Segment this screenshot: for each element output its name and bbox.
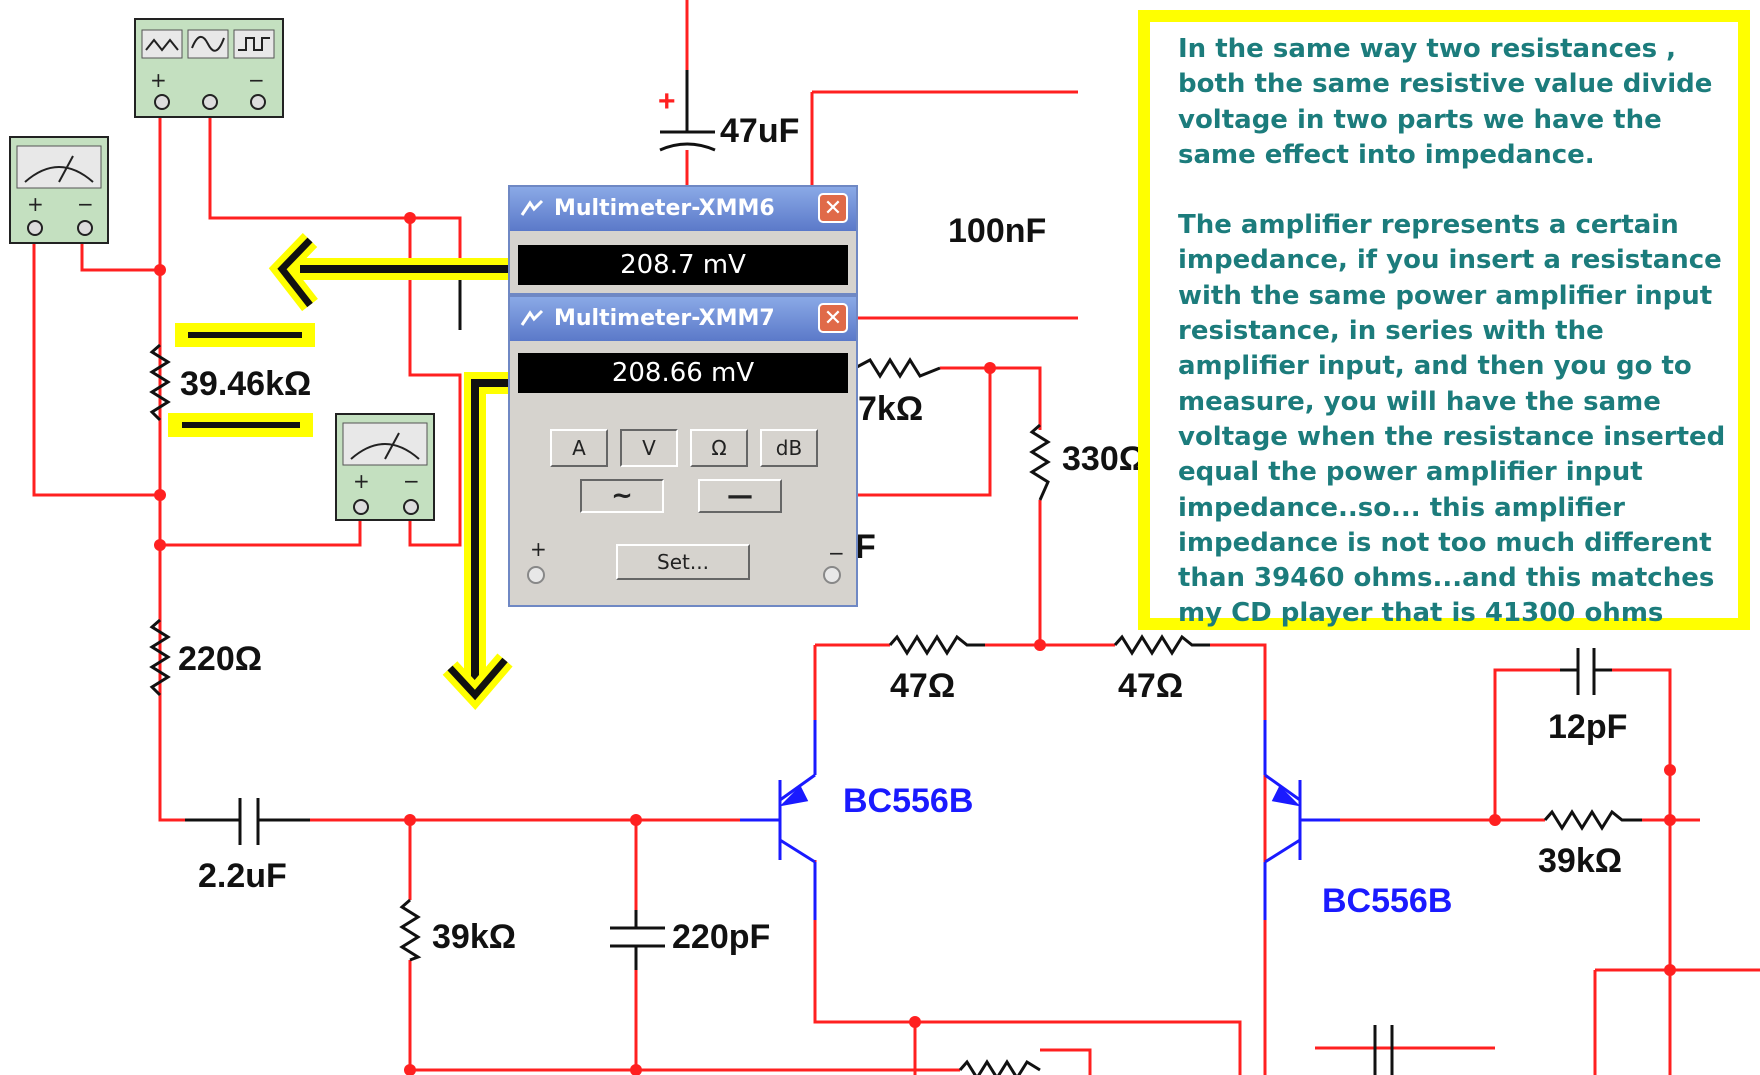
resistor-47-a <box>888 634 985 656</box>
meter-left-minus: − <box>77 192 94 216</box>
multimeter-xmm6-titlebar[interactable]: Multimeter-XMM6 ✕ <box>510 187 856 231</box>
triangle-wave-icon <box>145 38 179 52</box>
resistor-39k-fb <box>1543 809 1642 831</box>
label-47k-partial: 7kΩ <box>858 390 924 428</box>
multimeter-xmm7-window[interactable]: Multimeter-XMM7 ✕ 208.66 mV A V Ω dB ~ —… <box>508 295 858 607</box>
set-button[interactable]: Set... <box>616 544 750 580</box>
xmm7-plus-jack-icon[interactable] <box>524 563 548 587</box>
resistor-bottom <box>958 1059 1041 1075</box>
voltmeter-left[interactable]: + − <box>9 136 109 244</box>
label-330-partial: 330Ω <box>1062 440 1146 478</box>
app-logo-icon <box>520 199 544 216</box>
waveform-icons <box>141 29 275 110</box>
label-220: 220Ω <box>178 640 262 678</box>
annotation-text: In the same way two resistances , both t… <box>1150 22 1738 628</box>
components <box>149 70 1642 1075</box>
resistor-39k-low <box>399 898 422 962</box>
meter-dial-icon <box>16 145 102 236</box>
generator-plus: + <box>150 68 167 92</box>
function-generator[interactable]: + − <box>134 18 284 118</box>
annotation-note: In the same way two resistances , both t… <box>1138 10 1750 630</box>
multimeter-xmm7-title: Multimeter-XMM7 <box>554 306 775 331</box>
label-220pf: 220pF <box>672 918 771 956</box>
label-100nf: 100nF <box>948 212 1047 250</box>
multimeter-xmm7-close-icon[interactable]: ✕ <box>818 303 848 333</box>
multimeter-xmm6-window[interactable]: Multimeter-XMM6 ✕ 208.7 mV <box>508 185 858 295</box>
cap-47uf-polarity: + <box>658 85 676 118</box>
label-39k-low: 39kΩ <box>432 918 516 956</box>
mode-db-button[interactable]: dB <box>760 429 818 467</box>
mode-volt-button[interactable]: V <box>620 429 678 467</box>
label-2-2uf: 2.2uF <box>198 857 287 895</box>
resistor-47k <box>854 357 941 379</box>
label-39-46k: 39.46kΩ <box>180 365 312 403</box>
meter-mid-plus: + <box>353 469 370 493</box>
label-q2: BC556B <box>1322 882 1453 920</box>
cap-47uf-plate-b <box>659 142 716 152</box>
label-stray: F <box>855 528 876 566</box>
label-47b: 47Ω <box>1118 667 1184 705</box>
app-logo-icon <box>520 309 544 326</box>
resistor-330 <box>1029 423 1051 501</box>
meter-left-plus: + <box>27 192 44 216</box>
transistors <box>740 720 1340 920</box>
mode-ohm-button[interactable]: Ω <box>690 429 748 467</box>
multimeter-xmm7-display: 208.66 mV <box>518 353 848 393</box>
xmm7-minus-jack-icon[interactable] <box>820 563 844 587</box>
generator-minus: − <box>248 68 265 92</box>
label-12pf: 12pF <box>1548 708 1628 746</box>
label-39k-fb: 39kΩ <box>1538 842 1622 880</box>
junctions <box>154 212 1676 1075</box>
multimeter-xmm7-titlebar[interactable]: Multimeter-XMM7 ✕ <box>510 297 856 341</box>
xmm7-plus-terminal: + <box>530 537 547 561</box>
square-wave-icon <box>238 37 270 51</box>
meter-mid-minus: − <box>403 469 420 493</box>
multimeter-xmm6-display: 208.7 mV <box>518 245 848 285</box>
resistor-220 <box>149 618 171 697</box>
sine-wave-icon <box>191 36 225 52</box>
voltmeter-mid[interactable]: + − <box>335 413 435 521</box>
multimeter-xmm6-title: Multimeter-XMM6 <box>554 196 775 221</box>
resistor-39-46k <box>149 343 171 422</box>
resistor-47-b <box>1113 634 1210 656</box>
dc-coupling-button[interactable]: — <box>698 479 782 513</box>
label-47uf: 47uF <box>720 112 800 150</box>
multimeter-xmm6-close-icon[interactable]: ✕ <box>818 193 848 223</box>
label-47a: 47Ω <box>890 667 956 705</box>
label-q1: BC556B <box>843 782 974 820</box>
annotation-paragraph-2: The amplifier represents a certain imped… <box>1178 210 1726 629</box>
meter-dial-icon <box>342 422 428 515</box>
xmm7-minus-terminal: − <box>828 541 845 565</box>
annotation-paragraph-1: In the same way two resistances , both t… <box>1178 34 1713 170</box>
ac-coupling-button[interactable]: ~ <box>580 479 664 513</box>
wires <box>32 0 1760 1075</box>
mode-ampere-button[interactable]: A <box>550 429 608 467</box>
